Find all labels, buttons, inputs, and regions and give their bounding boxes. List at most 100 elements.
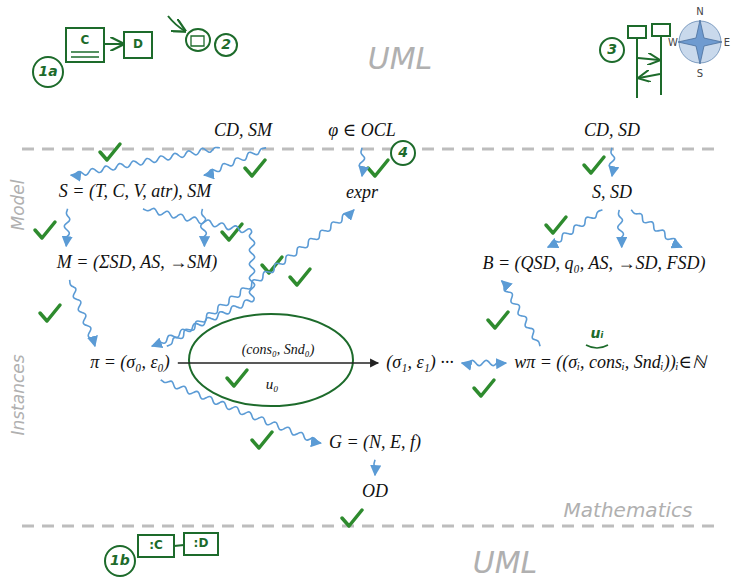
sequence-sketch [660, 36, 662, 95]
annotation-brace [586, 345, 608, 348]
expression-text: OD [362, 481, 388, 503]
compass-rose [679, 21, 721, 63]
class-sketch [124, 32, 152, 58]
wavy-arrow [161, 380, 321, 443]
highlight-loop [189, 314, 353, 406]
check-mark [245, 160, 265, 176]
layer-label: Instances [9, 354, 28, 435]
expression-text: CD, SM [214, 120, 272, 142]
math-expression: expr [342, 180, 382, 206]
check-mark [35, 222, 55, 238]
sketch-text: D [133, 38, 143, 51]
wavy-arrow [167, 210, 354, 346]
callout-number: 4 [398, 145, 408, 160]
class-sketch [71, 51, 99, 53]
state-sketch [168, 16, 185, 31]
wavy-arrow [70, 280, 95, 346]
callout-circle [391, 141, 415, 165]
callout-circle [215, 34, 237, 56]
transition-label: (cons₀, Snd₀) [239, 342, 318, 359]
math-expression: (σ₁, ε₁) ··· [382, 350, 457, 376]
compass-rose [678, 20, 722, 64]
sequence-sketch [639, 74, 660, 78]
expression-text: π = (σ₀, ε₀) [90, 352, 170, 374]
annotation: uᵢ [590, 326, 603, 341]
expression-text: wπ = ((σᵢ, consᵢ, Sndᵢ))ᵢ∈ℕ [514, 352, 706, 374]
check-mark [100, 144, 120, 160]
expression-text: M = (ΣSD, AS, →SM) [57, 252, 218, 274]
check-mark [342, 510, 362, 526]
sketch-text: :D [194, 537, 209, 550]
sequence-sketch [636, 38, 638, 98]
transition-annotation: u₀ [266, 376, 279, 393]
wavy-arrow [374, 460, 376, 475]
expression-text: S, SD [592, 182, 632, 204]
wavy-arrow [548, 210, 603, 247]
sequence-sketch [638, 58, 659, 60]
math-expression: wπ = ((σᵢ, consᵢ, Sndᵢ))ᵢ∈ℕ [510, 350, 710, 376]
math-expression: G = (N, E, f) [325, 430, 425, 456]
separator-line [22, 525, 722, 528]
state-sketch [186, 29, 210, 51]
wavy-arrow [71, 148, 220, 176]
expression-text: φ ∈ OCL [328, 120, 395, 142]
check-mark [40, 305, 60, 321]
check-mark [290, 269, 310, 285]
check-mark [368, 160, 388, 176]
expression-text: (σ₁, ε₁) ··· [386, 352, 453, 374]
watermark: UML [368, 42, 433, 75]
math-expression: S = (T, C, V, atr), SM [55, 179, 216, 205]
expression-text: expr [346, 182, 378, 204]
wavy-arrow [618, 210, 624, 247]
wavy-arrow [502, 281, 541, 346]
wavy-arrow [204, 148, 266, 175]
callout-number: 2 [221, 37, 231, 52]
watermark: UML [473, 546, 538, 579]
compass-letter: N [696, 6, 703, 17]
callout-number: 1a [38, 64, 57, 79]
check-mark [488, 312, 508, 328]
expression-text: B = (QSD, q₀, AS, →SD, FSD) [482, 253, 705, 275]
layer-label: Model [9, 179, 28, 230]
compass-letter: E [724, 37, 730, 48]
callout-circle [600, 38, 624, 62]
math-expression: CD, SM [210, 118, 276, 144]
check-mark [227, 370, 247, 386]
wavy-arrow [462, 360, 506, 365]
compass-letter: S [697, 68, 703, 79]
math-expression: M = (ΣSD, AS, →SM) [53, 250, 222, 276]
expression-text: CD, SD [584, 120, 640, 142]
wavy-arrow [609, 148, 614, 176]
wavy-arrow [631, 210, 682, 247]
callout-circle [105, 546, 135, 576]
layer-label: Mathematics [564, 499, 693, 521]
expression-text: G = (N, E, f) [329, 432, 421, 454]
compass-letter: W [668, 37, 678, 48]
check-mark [474, 380, 494, 396]
object-sketch [174, 545, 184, 546]
expression-text: S = (T, C, V, atr), SM [59, 181, 212, 203]
math-expression: B = (QSD, q₀, AS, →SD, FSD) [478, 251, 709, 277]
object-sketch [184, 533, 218, 555]
class-sketch [71, 56, 99, 58]
class-sketch [66, 28, 104, 62]
object-sketch [138, 535, 174, 557]
transition-arrow [178, 362, 378, 363]
check-mark [252, 432, 272, 448]
wavy-arrow [359, 148, 364, 176]
sequence-sketch [652, 24, 670, 36]
math-expression: S, SD [588, 180, 636, 206]
wavy-arrow [64, 209, 69, 246]
callout-number: 1b [110, 553, 130, 568]
callout-number: 3 [607, 42, 617, 57]
callout-circle [33, 57, 63, 87]
wavy-arrow [143, 208, 255, 346]
separator-line [22, 148, 722, 151]
association-sketch [105, 43, 123, 45]
math-expression: OD [358, 479, 392, 505]
sketch-text: :C [149, 539, 163, 552]
sketch-text: C [81, 34, 90, 47]
check-mark [546, 217, 566, 233]
check-mark [262, 257, 282, 273]
state-sketch [191, 36, 204, 46]
